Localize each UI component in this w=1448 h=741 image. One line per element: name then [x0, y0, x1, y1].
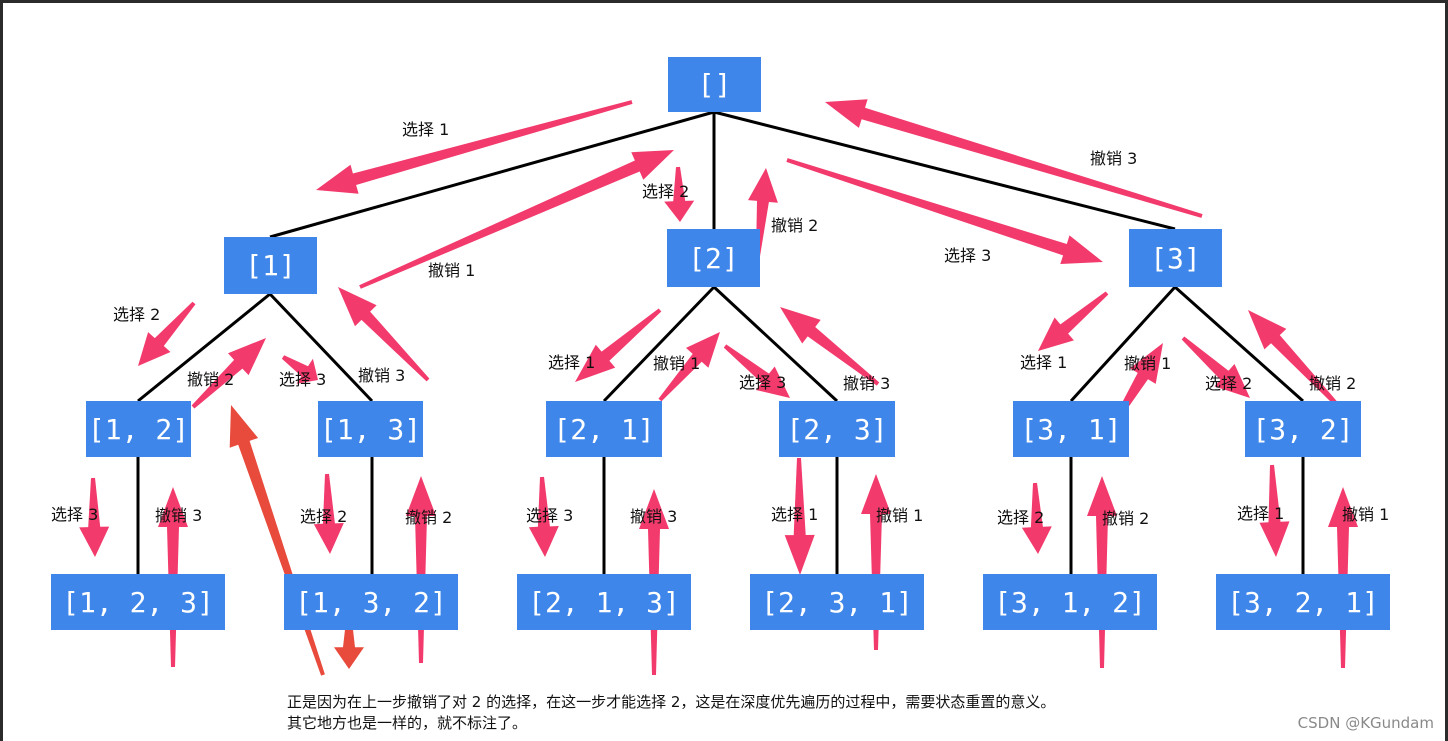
callout-arrow-short	[334, 612, 364, 669]
node-n213: [2, 1, 3]	[517, 574, 691, 630]
label-undo-2-3: 撤销 3	[843, 374, 891, 393]
arrow-undo-1-2	[191, 338, 266, 409]
node-root: []	[668, 57, 761, 112]
label-sel-32-1: 选择 1	[1237, 504, 1285, 523]
label-undo-3-2: 撤销 2	[1309, 374, 1357, 393]
explanation-note: 正是因为在上一步撤销了对 2 的选择，在这一步才能选择 2，这是在深度优先遍历的…	[287, 692, 1055, 734]
label-sel-root-2: 选择 2	[642, 182, 690, 201]
label-undo-32-1: 撤销 1	[1342, 505, 1390, 524]
node-n31: [3, 1]	[1013, 401, 1129, 457]
label-sel-root-1: 选择 1	[402, 120, 450, 139]
arrow-undo-23-1	[861, 474, 891, 650]
arrow-select-31-2	[1021, 482, 1052, 554]
callout-arrow-long	[229, 405, 325, 676]
node-n32: [3, 2]	[1245, 401, 1361, 457]
label-undo-2-1: 撤销 1	[653, 354, 701, 373]
label-sel-root-3: 选择 3	[944, 246, 992, 265]
left-border	[0, 0, 3, 741]
node-n21: [2, 1]	[546, 401, 662, 457]
node-n132: [1, 3, 2]	[284, 574, 458, 630]
note-line-1: 正是因为在上一步撤销了对 2 的选择，在这一步才能选择 2，这是在深度优先遍历的…	[287, 693, 1056, 711]
label-sel-2-1: 选择 1	[548, 353, 596, 372]
label-undo-root-3: 撤销 3	[1090, 149, 1138, 168]
arrow-select-21-3	[528, 476, 559, 557]
label-sel-12-3: 选择 3	[51, 505, 99, 524]
label-undo-21-3: 撤销 3	[630, 507, 678, 526]
arrow-select-13-2	[313, 473, 344, 554]
arrow-select-32-1	[1259, 464, 1290, 557]
node-n12: [1, 2]	[86, 401, 191, 457]
arrow-undo-13-2	[406, 476, 436, 663]
label-undo-13-2: 撤销 2	[405, 508, 453, 527]
label-sel-21-3: 选择 3	[526, 506, 574, 525]
arrow-select-3-1	[1038, 291, 1109, 351]
label-sel-1-2: 选择 2	[113, 305, 161, 324]
edge-root-3	[713, 110, 1176, 231]
label-sel-3-2: 选择 2	[1205, 374, 1253, 393]
arrow-select-23-1	[784, 458, 815, 575]
edge-1-13	[268, 292, 374, 403]
arrow-undo-3-2	[1248, 310, 1342, 410]
arrow-select-1-3	[281, 355, 318, 384]
label-sel-13-2: 选择 2	[300, 507, 348, 526]
label-undo-root-1: 撤销 1	[428, 261, 476, 280]
top-border	[0, 0, 1448, 3]
node-n123: [1, 2, 3]	[51, 574, 225, 630]
edge-root-1	[269, 110, 715, 239]
label-sel-1-3: 选择 3	[279, 370, 327, 389]
node-n312: [3, 1, 2]	[983, 574, 1157, 630]
arrow-undo-31-2	[1087, 476, 1117, 668]
node-n3: [3]	[1129, 229, 1222, 287]
arrow-undo-2-3	[780, 307, 880, 386]
label-undo-1-2: 撤销 2	[187, 370, 235, 389]
label-undo-31-2: 撤销 2	[1102, 509, 1150, 528]
label-sel-23-1: 选择 1	[771, 505, 819, 524]
arrow-select-2-3	[723, 344, 790, 398]
label-undo-12-3: 撤销 3	[155, 506, 203, 525]
edge-2-23	[712, 285, 839, 403]
edge-3-31	[1069, 285, 1177, 403]
arrow-select-1	[316, 100, 633, 194]
label-undo-3-1: 撤销 1	[1124, 354, 1172, 373]
edge-1-12	[137, 292, 271, 403]
watermark: CSDN @KGundam	[1297, 714, 1434, 732]
arrow-undo-2	[748, 168, 778, 257]
right-border	[1445, 0, 1448, 741]
label-sel-31-2: 选择 2	[997, 508, 1045, 527]
label-undo-root-2: 撤销 2	[771, 216, 819, 235]
note-line-2: 其它地方也是一样的，就不标注了。	[287, 714, 528, 732]
arrow-select-1-2	[138, 301, 196, 366]
arrow-undo-3	[825, 99, 1203, 218]
arrow-undo-1	[359, 150, 674, 289]
arrow-select-3-2	[1181, 336, 1250, 398]
edge-2-21	[602, 285, 716, 403]
arrow-select-2	[664, 166, 695, 222]
label-undo-1-3: 撤销 3	[358, 366, 406, 385]
arrow-select-2-1	[575, 308, 662, 382]
arrow-undo-1-3	[338, 287, 430, 382]
node-n1: [1]	[224, 237, 317, 294]
node-n231: [2, 3, 1]	[750, 574, 924, 630]
arrow-undo-2-1	[658, 332, 720, 402]
node-n13: [1, 3]	[318, 401, 423, 457]
arrow-select-12-3	[79, 477, 110, 557]
node-n2: [2]	[667, 229, 760, 287]
label-sel-3-1: 选择 1	[1020, 353, 1068, 372]
node-n321: [3, 2, 1]	[1216, 574, 1390, 630]
edge-3-32	[1174, 285, 1304, 403]
label-sel-2-3: 选择 3	[739, 373, 787, 392]
node-n23: [2, 3]	[779, 401, 895, 457]
label-undo-23-1: 撤销 1	[876, 506, 924, 525]
arrow-select-3	[786, 158, 1103, 264]
